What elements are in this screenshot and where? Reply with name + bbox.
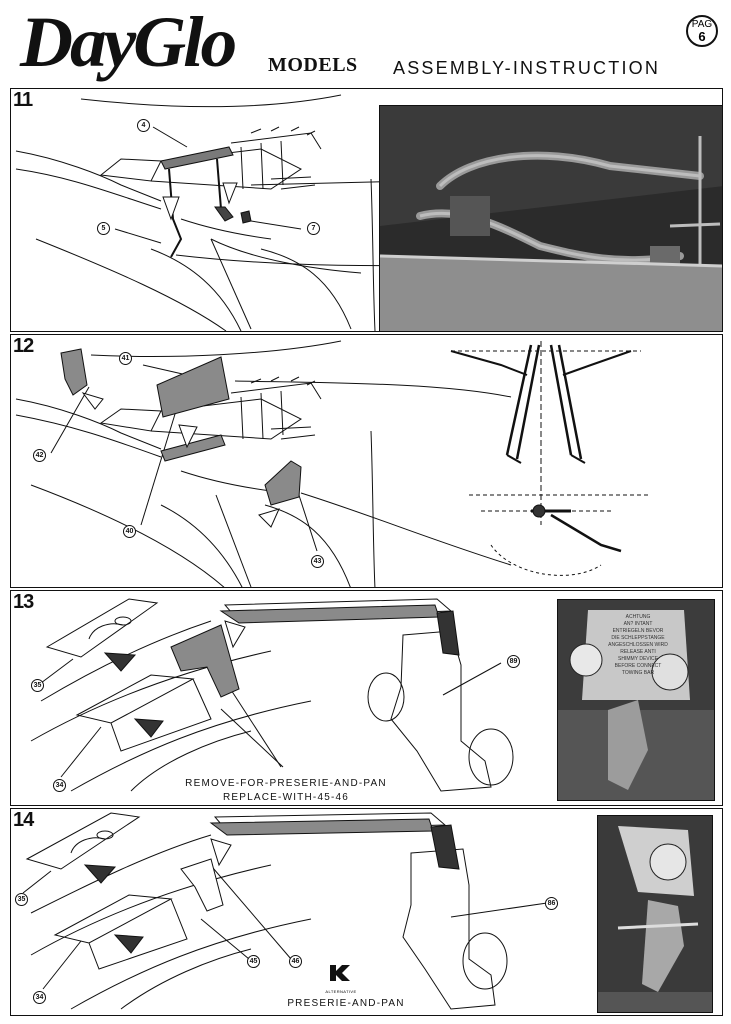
- logo-text: ALTERNATIVE: [325, 989, 357, 994]
- callout-part-89: 89: [507, 655, 520, 668]
- page-label: PAG: [691, 19, 713, 30]
- callout-part-41: 41: [119, 352, 132, 365]
- callout-part-4: 4: [137, 119, 150, 132]
- callout-part-35: 35: [31, 679, 44, 692]
- page-title: ASSEMBLY-INSTRUCTION: [393, 58, 661, 78]
- photo-image: [598, 816, 712, 1012]
- step-11-panel: 11: [10, 88, 723, 332]
- page-number: 6: [698, 29, 706, 44]
- placard-line: SHIMMY DEVICE: [618, 656, 658, 662]
- removal-note-line-1: REMOVE-FOR-PRESERIE-AND-PAN: [185, 778, 387, 789]
- step-13-panel: 13: [10, 590, 723, 806]
- step-12-panel: 12: [10, 334, 723, 588]
- callout-part-46: 46: [289, 955, 302, 968]
- page-badge: PAG 6: [686, 15, 718, 47]
- photo-image: [558, 600, 714, 800]
- step-number: 12: [11, 335, 36, 357]
- photo-image: [380, 106, 722, 331]
- step-number: 11: [11, 89, 35, 111]
- step-number: 13: [11, 591, 36, 613]
- callout-part-86: 86: [545, 897, 558, 910]
- placard-line: TOWING BAR: [621, 670, 655, 676]
- alternative-logo: ALTERNATIVE: [321, 963, 361, 994]
- callout-part-40: 40: [123, 525, 136, 538]
- removal-note-line-2: REPLACE-WITH-45-46: [222, 792, 350, 803]
- placard-line: ANGESCHLOSSEN WIRD: [608, 642, 668, 648]
- warning-placard: ACHTUNG AN? INTANT ENTRIEGELN BEVOR DIE …: [588, 614, 688, 677]
- placard-line: ENTRIEGELN BEVOR: [612, 628, 664, 634]
- step-14-panel: 14: [10, 808, 723, 1016]
- step-13-drawing: [30, 598, 514, 792]
- step-11-reference-photo: [379, 105, 722, 331]
- alternative-logo-mark: [330, 965, 350, 981]
- callout-part-5: 5: [97, 222, 110, 235]
- placard-line: DIE SCHLEPPSTANGE: [611, 635, 665, 641]
- callout-part-43: 43: [311, 555, 324, 568]
- step-12-drawing: [15, 340, 651, 587]
- step-13-reference-photo: ACHTUNG AN? INTANT ENTRIEGELN BEVOR DIE …: [557, 599, 715, 801]
- brand-logo: DayGlo: [20, 2, 237, 82]
- preserie-caption: PRESERIE-AND-PAN: [287, 998, 405, 1009]
- callout-part-34: 34: [33, 991, 46, 1004]
- callout-part-42: 42: [33, 449, 46, 462]
- placard-line: BEFORE CONNECT: [614, 663, 662, 669]
- callout-part-45: 45: [247, 955, 260, 968]
- step-number: 14: [11, 809, 36, 831]
- placard-line: RELEASE ANTI: [620, 649, 656, 655]
- callout-part-34: 34: [53, 779, 66, 792]
- placard-line: ACHTUNG: [625, 614, 651, 620]
- removal-note: REMOVE-FOR-PRESERIE-AND-PAN REPLACE-WITH…: [161, 777, 411, 805]
- step-14-drawing: [22, 812, 548, 1010]
- step-14-reference-photo: [597, 815, 713, 1013]
- placard-line: AN? INTANT: [623, 621, 653, 627]
- callout-part-35: 35: [15, 893, 28, 906]
- callout-part-7: 7: [307, 222, 320, 235]
- brand-suffix: MODELS: [268, 54, 358, 76]
